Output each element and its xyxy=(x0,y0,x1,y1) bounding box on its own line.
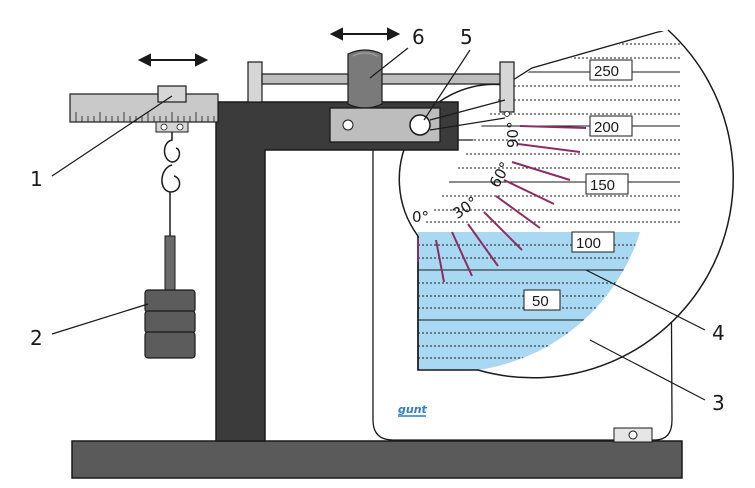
brand-logo: gunt xyxy=(398,403,428,416)
callout-1: 1 xyxy=(30,167,43,191)
volume-label-250: 250 xyxy=(594,63,619,80)
rider-move-arrow xyxy=(137,53,209,67)
weight-stack[interactable] xyxy=(144,235,196,359)
callout-5: 5 xyxy=(460,25,473,49)
leader-lines xyxy=(51,47,706,401)
weight-hanger xyxy=(161,132,181,238)
level-indicator xyxy=(613,427,653,443)
counterweight-move-arrow xyxy=(329,27,401,41)
ruler-beam xyxy=(69,93,219,123)
volume-label-100: 100 xyxy=(576,235,601,252)
counterweight[interactable] xyxy=(347,49,383,109)
volume-label-200: 200 xyxy=(594,119,619,136)
angle-label-0: 0° xyxy=(412,208,429,226)
volume-label-50: 50 xyxy=(532,293,549,310)
callout-6: 6 xyxy=(412,25,425,49)
sliding-rider[interactable] xyxy=(155,85,189,133)
callout-2: 2 xyxy=(30,326,43,350)
base-plate xyxy=(71,440,683,479)
pivot-bracket xyxy=(329,99,506,143)
callout-3: 3 xyxy=(712,391,725,415)
callout-4: 4 xyxy=(712,321,725,345)
volume-scale-labels: 250 200 150 100 50 xyxy=(523,59,633,311)
volume-label-150: 150 xyxy=(590,177,615,194)
angle-marks xyxy=(417,125,587,283)
angle-label-90: 90° xyxy=(504,121,522,148)
